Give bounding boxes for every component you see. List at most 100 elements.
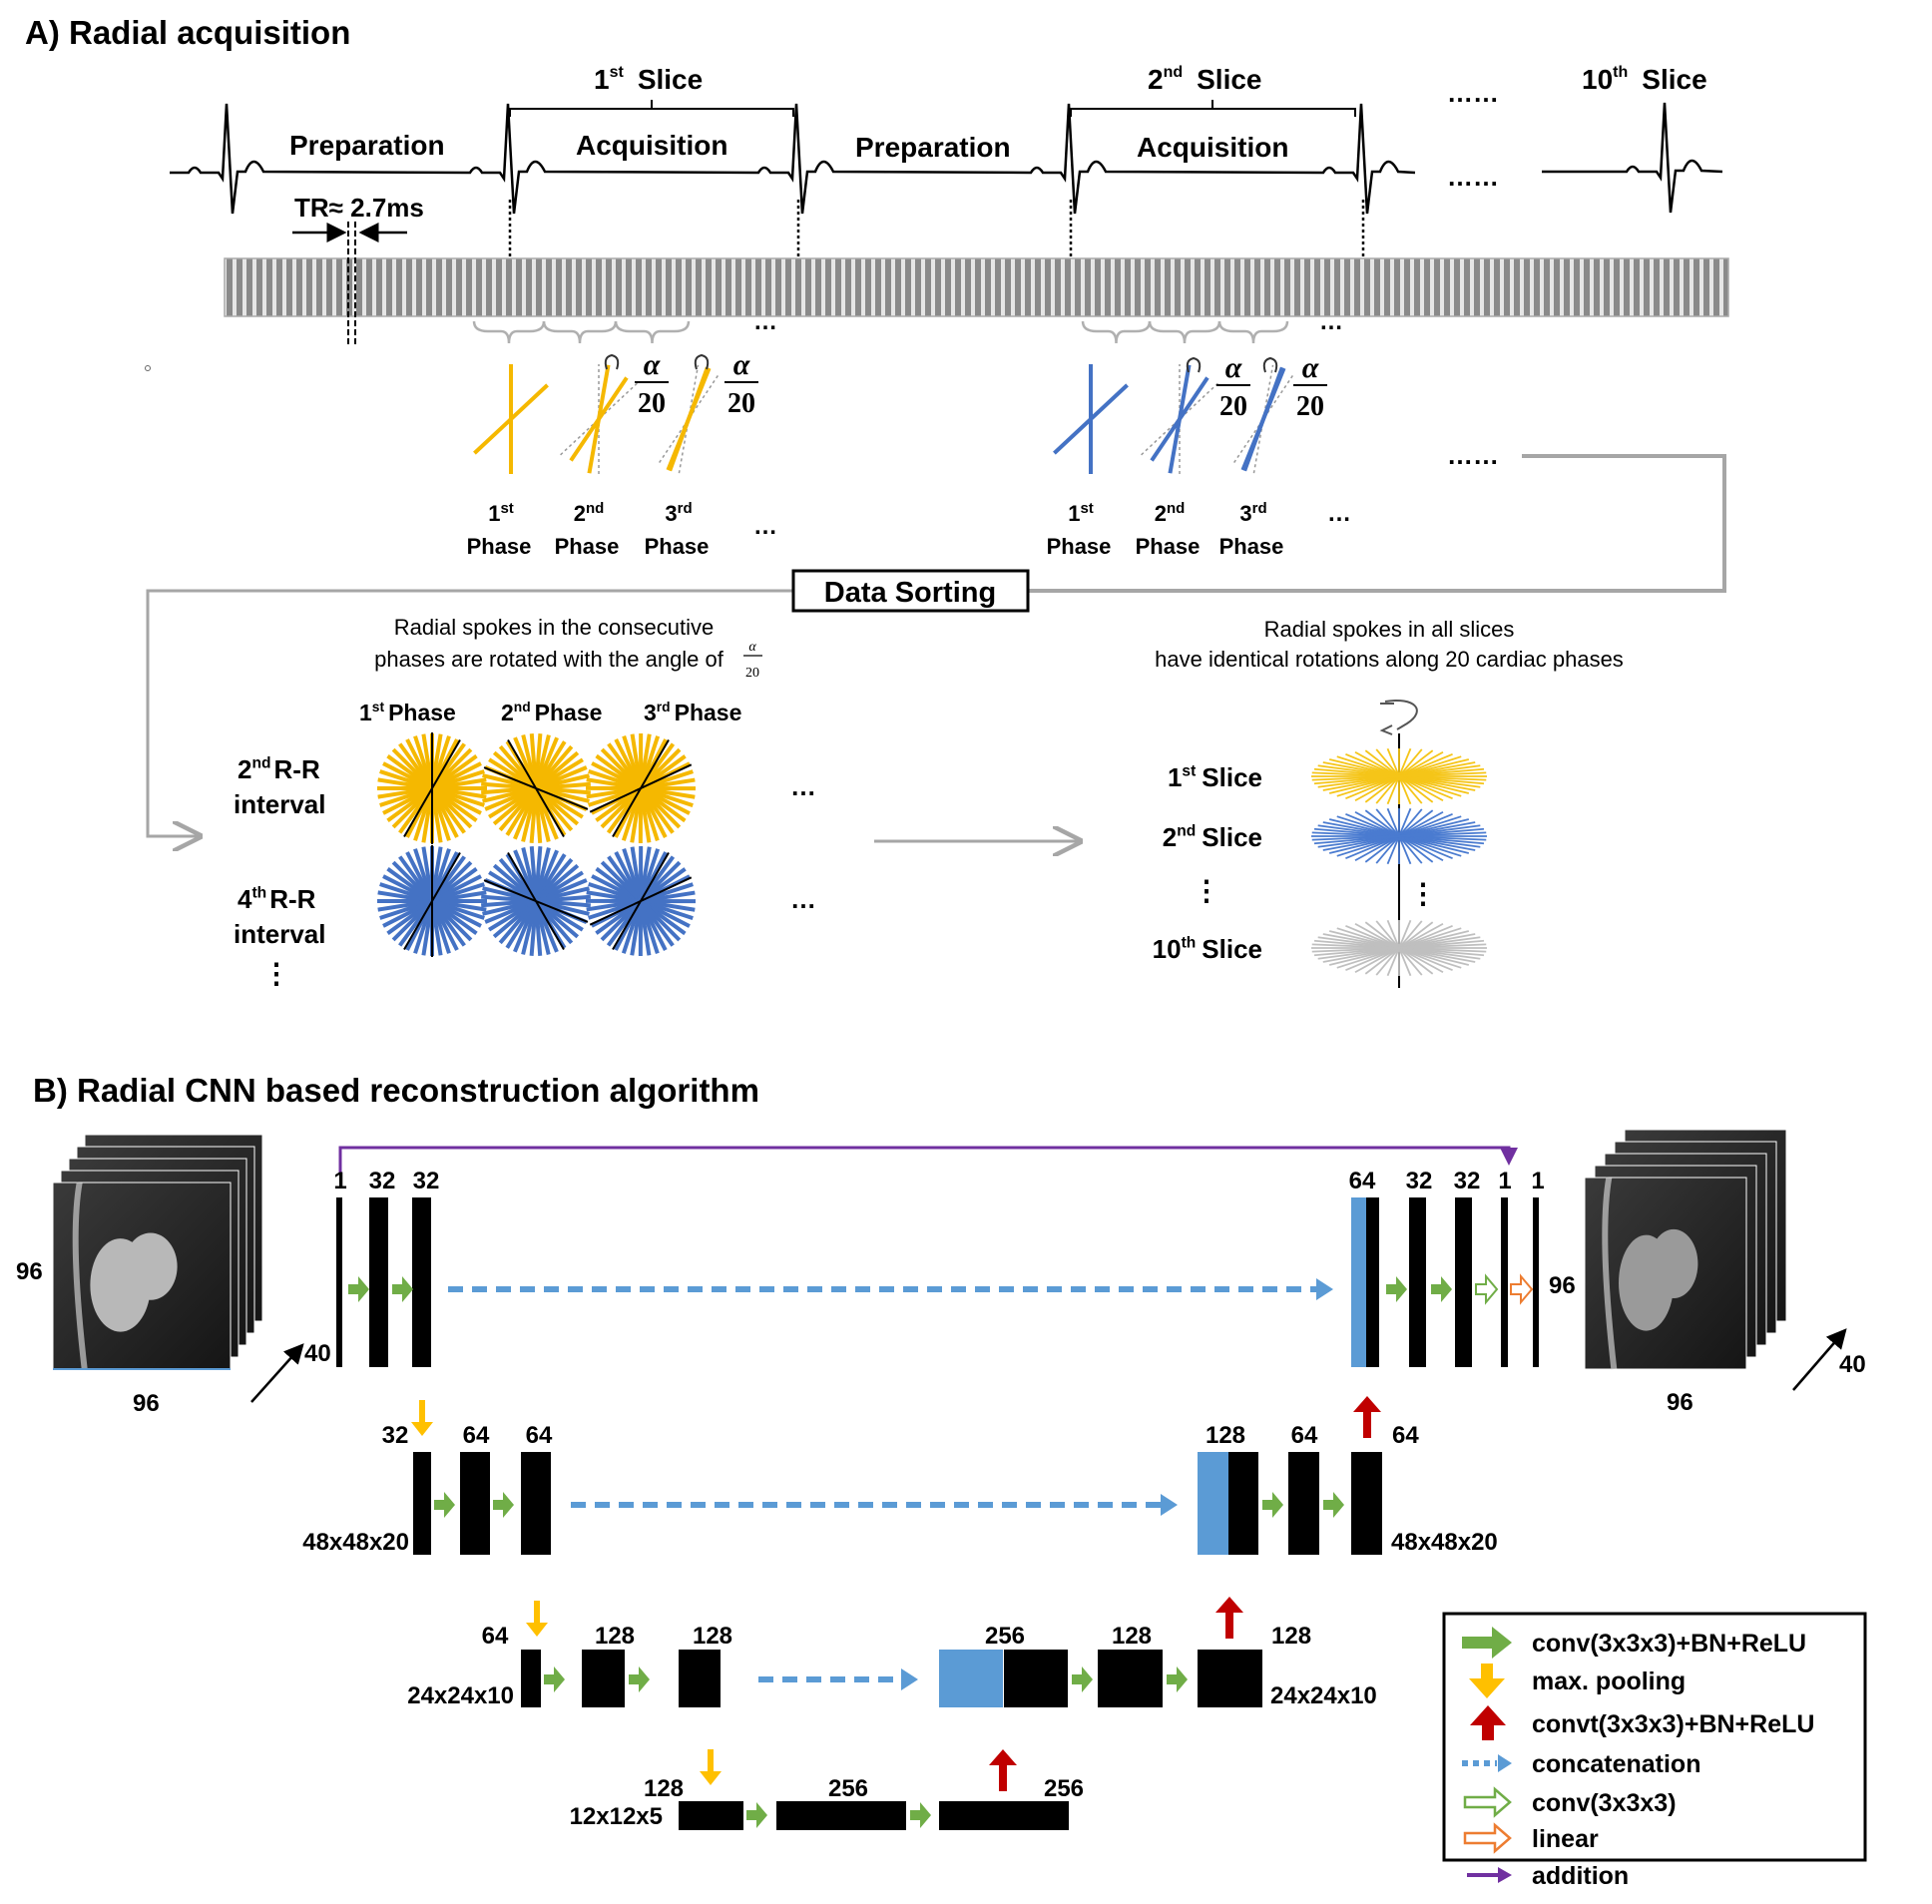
data-sorting-box xyxy=(791,569,1030,613)
channel-label: 32 xyxy=(382,1422,409,1449)
concat-arrowhead xyxy=(1161,1494,1178,1516)
conv-arrow xyxy=(910,1802,931,1828)
phase-ordinal: 3rd xyxy=(665,500,692,526)
spoke xyxy=(569,376,629,462)
phase-ordinal: 1st xyxy=(488,500,514,526)
upconv-arrow xyxy=(1215,1597,1243,1639)
phase-brace xyxy=(1217,320,1289,344)
conv-arrow xyxy=(1323,1492,1344,1518)
acquisition-window-markers xyxy=(508,200,1365,256)
feature-block xyxy=(460,1452,490,1555)
feature-block xyxy=(1288,1452,1319,1555)
feature-block xyxy=(413,1452,431,1555)
ellipsis-phases-1: … xyxy=(753,513,777,540)
highlight-spoke xyxy=(589,763,693,813)
ellipsis-row-1: … xyxy=(790,771,816,801)
addition-skip-connection xyxy=(338,1146,1518,1173)
radial-star xyxy=(585,845,697,957)
vertical-ellipsis-rr: ⋮ xyxy=(262,958,290,989)
phase-ordinal: 1st xyxy=(1068,500,1094,526)
output-depth-label: 40 xyxy=(1839,1351,1866,1378)
channel-label: 128 xyxy=(1112,1623,1152,1650)
rotation-icon-head xyxy=(1379,703,1394,735)
channel-label: 1 xyxy=(1531,1168,1544,1194)
fraction-denominator: 20 xyxy=(1219,391,1247,422)
vertical-ellipsis-axis: ⋮ xyxy=(1409,878,1437,909)
legend-item: max. pooling xyxy=(1469,1664,1686,1698)
size-label: 24x24x10 xyxy=(1270,1682,1377,1709)
ellipsis-phases-2: … xyxy=(1327,500,1351,527)
phase-label: Phase xyxy=(467,534,532,559)
left-caption-line-1: Radial spokes in the consecutive xyxy=(394,615,714,640)
phase-brace xyxy=(614,320,691,344)
phase-spokes xyxy=(473,364,1293,474)
vertical-ellipsis-slices: ⋮ xyxy=(1193,875,1220,906)
conv-arrow xyxy=(1431,1276,1452,1302)
fraction-numerator: α xyxy=(1225,351,1242,384)
highlight-spoke xyxy=(403,739,461,837)
ellipsis-top: …… xyxy=(1447,78,1499,108)
ellipsis-bar-2: … xyxy=(1319,308,1343,335)
upconv-arrow xyxy=(989,1749,1017,1791)
legend-item: linear xyxy=(1463,1822,1599,1854)
rotation-curl-icon xyxy=(694,353,710,370)
spoke xyxy=(1240,367,1286,471)
phase-label: Phase xyxy=(645,534,710,559)
feature-block xyxy=(1366,1197,1379,1367)
sorting-connector-right xyxy=(1028,454,1726,593)
feature-block xyxy=(369,1197,388,1367)
highlight-spoke xyxy=(589,876,693,926)
conv-arrow xyxy=(629,1666,650,1692)
channel-label: 64 xyxy=(1291,1422,1318,1449)
rr-interval-sub: interval xyxy=(234,789,326,819)
spoke xyxy=(1150,376,1209,462)
feature-block xyxy=(939,1801,1069,1830)
rr-interval-sub: interval xyxy=(234,919,326,949)
conv-arrow xyxy=(1167,1666,1188,1692)
feature-block xyxy=(679,1650,721,1707)
channel-label: 32 xyxy=(1454,1168,1481,1194)
highlight-spoke xyxy=(483,879,589,923)
size-label: 24x24x10 xyxy=(407,1682,514,1709)
channel-label: 128 xyxy=(693,1623,732,1650)
phase-labels: 1stPhase2ndPhase3rdPhase1stPhase2ndPhase… xyxy=(467,500,1351,559)
slice-bracket-1 xyxy=(509,100,794,117)
input-height-label: 96 xyxy=(16,1258,43,1285)
left-caption-line-2: phases are rotated with the angle of xyxy=(374,647,724,672)
flattened-star xyxy=(1311,747,1487,805)
phase-brace xyxy=(1148,320,1221,344)
rotation-curl-icon xyxy=(1186,356,1202,373)
maxpool-arrow xyxy=(526,1601,548,1637)
conv-arrow xyxy=(434,1492,455,1518)
green-outline-arrow-icon xyxy=(1463,1786,1512,1818)
conv-arrow xyxy=(348,1276,369,1302)
phase-brace xyxy=(542,320,618,344)
fraction-numerator: α xyxy=(644,348,661,381)
phase-label: Phase xyxy=(1136,534,1201,559)
channel-label: 64 xyxy=(463,1422,490,1449)
readout-sequence-bar xyxy=(224,257,1729,317)
radial-star-grid xyxy=(377,732,697,957)
feature-block xyxy=(1533,1197,1539,1367)
conv-arrow xyxy=(1262,1492,1283,1518)
star-spoke xyxy=(1311,771,1487,781)
star-spoke xyxy=(1311,943,1487,953)
heart-ventricle xyxy=(124,1232,178,1300)
legend-label: linear xyxy=(1532,1825,1599,1853)
feature-block xyxy=(679,1801,743,1830)
feature-block xyxy=(1228,1452,1258,1555)
radial-star xyxy=(481,733,591,843)
size-label: 48x48x20 xyxy=(302,1529,409,1556)
panel-b-title: B) Radial CNN based reconstruction algor… xyxy=(33,1072,759,1109)
spoke xyxy=(666,367,712,471)
